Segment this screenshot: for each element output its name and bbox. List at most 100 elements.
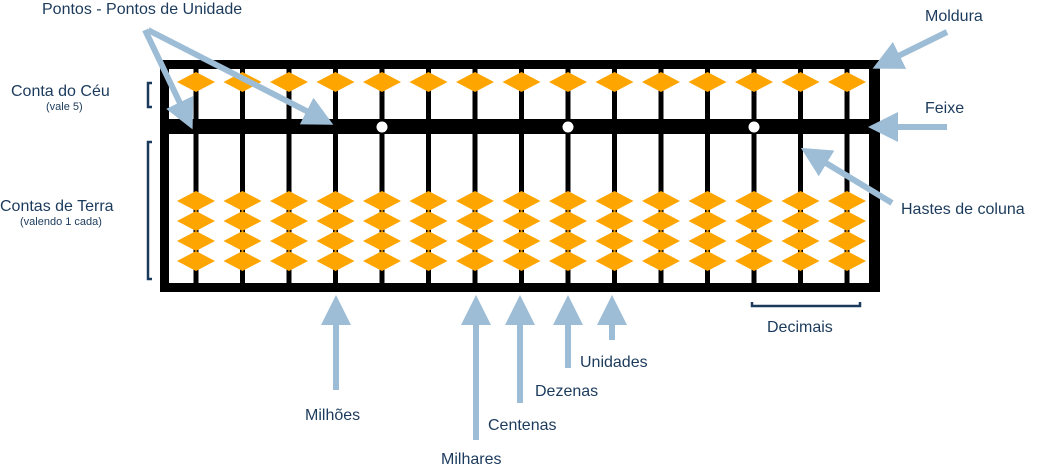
earth-bead <box>828 191 866 211</box>
rod <box>240 65 245 287</box>
earth-bead <box>781 231 820 251</box>
earth-bead <box>502 231 541 251</box>
earth-bead <box>642 211 680 231</box>
label-rods: Hastes de coluna <box>901 201 1025 218</box>
earth-bead <box>363 191 401 211</box>
frame-bottom-bar <box>160 283 880 292</box>
frame-top-bar <box>160 60 880 69</box>
earth-bead <box>363 231 401 251</box>
rod <box>426 65 431 287</box>
heaven-bead <box>409 72 448 92</box>
label-heaven-bead: Conta do Céu <box>11 83 110 100</box>
earth-bead <box>223 231 262 251</box>
earth-bead <box>688 211 727 231</box>
heaven-bead <box>549 72 587 92</box>
earth-bead <box>316 251 355 271</box>
earth-bead <box>549 251 587 271</box>
earth-bead <box>735 251 773 271</box>
label-tens: Dezenas <box>535 383 599 400</box>
heaven-bead <box>363 72 401 92</box>
label-earth-beads: Contas de Terra <box>0 198 114 215</box>
arrow-unit-point-right <box>146 27 334 125</box>
heaven-bead <box>177 72 215 92</box>
label-earth-value: (valendo 1 cada) <box>20 216 102 228</box>
earth-bead <box>223 251 262 271</box>
earth-bead <box>270 191 308 211</box>
earth-bead <box>688 251 727 271</box>
label-frame: Moldura <box>925 8 983 25</box>
earth-bead <box>223 191 262 211</box>
earth-bead <box>781 211 820 231</box>
earth-bead <box>363 251 401 271</box>
heaven-bead <box>828 72 866 92</box>
earth-bead <box>177 251 215 271</box>
earth-bead <box>595 191 634 211</box>
earth-bead <box>409 251 448 271</box>
earth-bead <box>456 251 494 271</box>
earth-bead <box>735 191 773 211</box>
rod <box>612 65 617 287</box>
heaven-bead <box>456 72 494 92</box>
beads-layer <box>177 72 866 271</box>
rod <box>798 65 803 287</box>
rod <box>333 65 338 287</box>
bracket-earth <box>146 140 152 281</box>
earth-bead <box>735 211 773 231</box>
rod <box>519 65 524 287</box>
earth-bead <box>456 211 494 231</box>
earth-bead <box>456 191 494 211</box>
earth-bead <box>642 191 680 211</box>
earth-bead <box>688 231 727 251</box>
heaven-bead <box>735 72 773 92</box>
earth-bead <box>409 231 448 251</box>
earth-bead <box>456 231 494 251</box>
label-unit-points: Pontos - Pontos de Unidade <box>42 1 243 18</box>
heaven-bead <box>270 72 308 92</box>
label-thousands: Milhares <box>441 451 502 468</box>
earth-bead <box>828 211 866 231</box>
unit-point-dot <box>748 121 760 133</box>
heaven-bead <box>642 72 680 92</box>
abacus-frame <box>160 60 880 292</box>
brackets <box>146 81 862 308</box>
earth-bead <box>688 191 727 211</box>
rod <box>705 65 710 287</box>
rod <box>472 65 478 287</box>
unit-points <box>376 121 760 133</box>
rod <box>658 65 664 287</box>
heaven-bead <box>502 72 541 92</box>
heaven-bead <box>316 72 355 92</box>
bracket-decimals <box>750 302 862 308</box>
arrow-unit-point-left <box>142 28 194 130</box>
earth-bead <box>642 251 680 271</box>
frame-left-bar <box>160 60 169 292</box>
rod <box>565 65 571 287</box>
rod <box>379 65 385 287</box>
label-millions: Milhões <box>305 407 361 424</box>
earth-bead <box>177 191 215 211</box>
earth-bead <box>363 211 401 231</box>
heaven-bead <box>595 72 634 92</box>
earth-bead <box>502 191 541 211</box>
earth-bead <box>549 231 587 251</box>
earth-bead <box>828 231 866 251</box>
earth-bead <box>316 211 355 231</box>
earth-bead <box>549 211 587 231</box>
arrow-frame <box>872 29 949 69</box>
bracket-heaven <box>146 81 152 109</box>
label-heaven-value: (vale 5) <box>46 101 83 113</box>
beam <box>160 119 880 134</box>
rod <box>193 65 199 287</box>
earth-bead <box>270 211 308 231</box>
earth-bead <box>781 251 820 271</box>
frame-right-bar <box>869 60 880 292</box>
arrow-rods <box>800 147 894 206</box>
earth-bead <box>502 251 541 271</box>
unit-point-dot <box>562 121 574 133</box>
earth-bead <box>316 191 355 211</box>
label-units: Unidades <box>580 354 648 371</box>
earth-bead <box>549 191 587 211</box>
earth-bead <box>595 251 634 271</box>
earth-bead <box>316 231 355 251</box>
